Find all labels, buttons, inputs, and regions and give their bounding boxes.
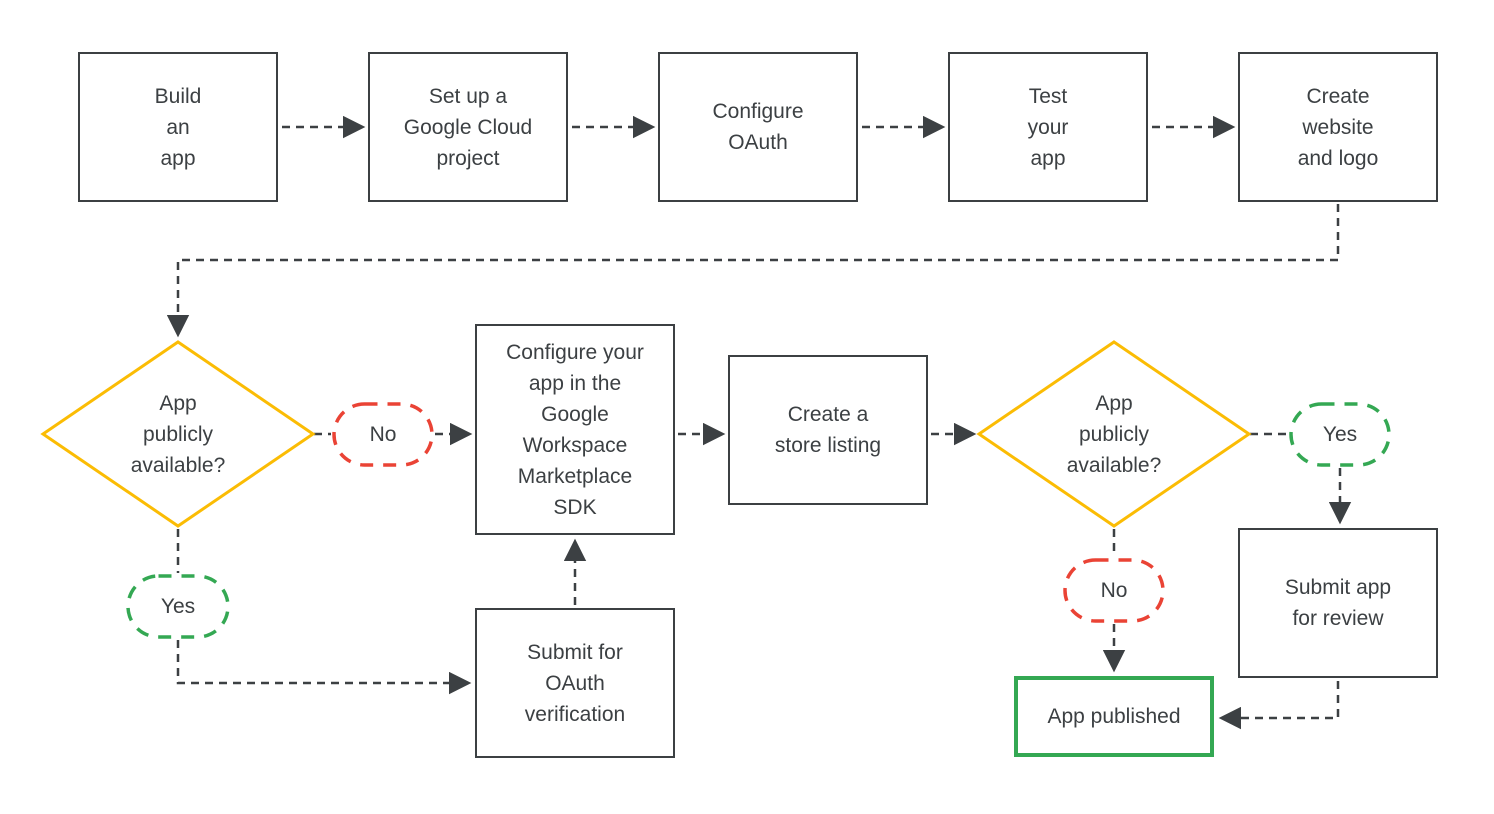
node-submit-oauth-verification-label: Submit for OAuth verification bbox=[524, 640, 626, 726]
decision-right-label: App publicly available? bbox=[1066, 392, 1162, 477]
yes-oval-right bbox=[1289, 402, 1391, 467]
no-oval-left bbox=[332, 402, 434, 467]
node-submit-app-for-review-label: Submit app for review bbox=[1284, 576, 1392, 630]
node-build-app-label: Build an app bbox=[154, 84, 202, 170]
node-setup-google-cloud-project: Set up a Google Cloud project bbox=[368, 52, 568, 202]
yes-oval-left bbox=[126, 574, 230, 639]
node-configure-oauth-label: Configure OAuth bbox=[712, 100, 804, 154]
connector-yes-to-submitoauth bbox=[176, 640, 472, 695]
no-oval-right bbox=[1063, 558, 1165, 623]
decision-left-label: App publicly available? bbox=[130, 392, 226, 477]
decision-diamond-left bbox=[40, 340, 316, 528]
node-submit-app-for-review: Submit app for review bbox=[1238, 528, 1438, 678]
connector-submitreview-to-published bbox=[1218, 681, 1340, 730]
node-create-website-and-logo-label: Create website and logo bbox=[1297, 84, 1379, 170]
yes-label-right: Yes bbox=[1322, 423, 1358, 446]
node-create-store-listing: Create a store listing bbox=[728, 355, 928, 505]
node-create-store-listing-label: Create a store listing bbox=[774, 403, 882, 457]
node-submit-oauth-verification: Submit for OAuth verification bbox=[475, 608, 675, 758]
node-test-your-app: Test your app bbox=[948, 52, 1148, 202]
node-setup-google-cloud-project-label: Set up a Google Cloud project bbox=[403, 84, 533, 170]
node-configure-marketplace-sdk: Configure your app in the Google Workspa… bbox=[475, 324, 675, 535]
node-app-published: App published bbox=[1014, 676, 1214, 757]
node-test-your-app-label: Test your app bbox=[1027, 84, 1069, 170]
node-build-app: Build an app bbox=[78, 52, 278, 202]
node-configure-marketplace-sdk-label: Configure your app in the Google Workspa… bbox=[506, 340, 644, 519]
no-label-right: No bbox=[1100, 579, 1128, 602]
node-configure-oauth: Configure OAuth bbox=[658, 52, 858, 202]
yes-label-left: Yes bbox=[160, 595, 196, 618]
decision-diamond-right bbox=[976, 340, 1252, 528]
node-create-website-and-logo: Create website and logo bbox=[1238, 52, 1438, 202]
node-app-published-label: App published bbox=[1047, 705, 1181, 728]
connector-website-to-decision1 bbox=[166, 204, 1340, 338]
no-label-left: No bbox=[369, 423, 397, 446]
